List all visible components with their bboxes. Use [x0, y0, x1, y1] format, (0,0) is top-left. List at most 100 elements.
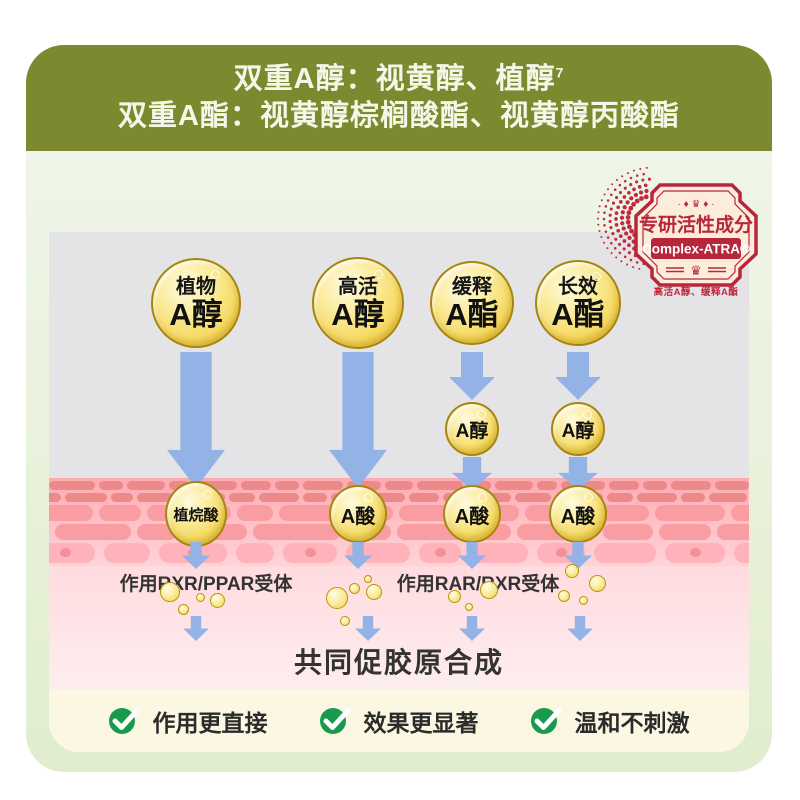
badge-bottom-ornament: ♛	[690, 263, 702, 278]
benefit-label: 作用更直接	[152, 710, 268, 736]
skin-cell	[49, 493, 61, 502]
bubble	[349, 583, 360, 594]
skin-cell	[229, 493, 255, 502]
bubble	[579, 596, 588, 605]
ingredient-circle-high-activity-retinol: 高活 A醇	[312, 257, 404, 349]
bubble	[558, 590, 570, 602]
bubble	[326, 587, 348, 609]
check-icon	[530, 708, 561, 734]
badge-top-ornament: · ♦ ♛ ♦ ·	[678, 199, 715, 210]
conclusion-text: 共同促胶原合成	[293, 647, 504, 678]
skin-cell	[55, 524, 131, 540]
ingredient-name: A醇	[169, 296, 223, 332]
bubble	[480, 581, 498, 599]
converted-retinol-circle: A醇	[551, 402, 605, 456]
converted-retinol-circle: A醇	[445, 402, 499, 456]
skin-compound-circle-retinoic-acid: A酸	[443, 485, 501, 543]
skin-compound-circle-retinoic-acid: A酸	[329, 485, 387, 543]
skin-cell	[236, 543, 274, 563]
skin-cell	[259, 493, 299, 502]
skin-cell	[283, 543, 337, 563]
skin-compound-circle-phytanic-acid: 植烷酸	[165, 481, 227, 547]
compound-name: A酸	[560, 505, 596, 528]
badge-caption: 高活A醇、缓释A酯	[653, 287, 739, 298]
skin-cell	[127, 481, 165, 490]
skin-cell	[594, 543, 656, 563]
skin-cell	[717, 524, 749, 540]
skin-cell	[709, 493, 747, 502]
skin-cell	[137, 493, 173, 502]
receptor-text-right: 作用RAR/RXR受体	[396, 574, 560, 595]
skin-cell	[597, 505, 649, 521]
certification-badge: · ♦ ♛ ♦ · 专研活性成分 Complex-ATRA® ♛	[618, 180, 774, 297]
skin-cell-row	[49, 481, 749, 490]
benefit-label: 效果更显著	[363, 710, 479, 736]
skin-cell	[193, 481, 237, 490]
ingredient-circle-long-lasting-ester: 长效 A酯	[535, 260, 621, 346]
skin-cell	[253, 524, 341, 540]
bubble	[340, 616, 350, 626]
skin-cell	[489, 493, 511, 502]
skin-cell	[65, 493, 107, 502]
benefit-item: 效果更显著	[319, 704, 479, 738]
benefit-label: 温和不刺激	[574, 710, 690, 736]
skin-cell	[665, 543, 725, 563]
skin-cell	[734, 543, 749, 563]
badge-subtitle: Complex-ATRA®	[642, 242, 750, 257]
converted-name: A醇	[455, 420, 489, 442]
skin-cell	[537, 481, 557, 490]
ingredient-circle-plant-retinol: 植物 A醇	[151, 258, 241, 348]
bubble	[210, 593, 225, 608]
benefit-item: 温和不刺激	[530, 704, 690, 738]
badge-seal-icon: · ♦ ♛ ♦ · 专研活性成分 Complex-ATRA® ♛	[634, 183, 758, 287]
skin-cell	[731, 505, 749, 521]
compound-name: A酸	[454, 505, 490, 528]
skin-compound-circle-retinoic-acid: A酸	[549, 485, 607, 543]
skin-cell	[470, 543, 528, 563]
skin-cell	[643, 481, 667, 490]
cell-nucleus	[304, 548, 316, 557]
cell-nucleus	[689, 548, 701, 557]
bubble	[448, 590, 461, 603]
skin-texture	[49, 478, 749, 566]
check-icon	[108, 708, 139, 734]
footnote-superscript: 7	[555, 63, 565, 80]
skin-cell	[303, 493, 327, 502]
skin-cell	[241, 481, 271, 490]
bubble	[196, 593, 205, 602]
bubble	[366, 584, 382, 600]
skin-cell	[681, 493, 705, 502]
bubble	[465, 603, 473, 611]
skin-cell-row	[49, 493, 749, 502]
skin-cell	[99, 481, 123, 490]
skin-cell	[99, 505, 141, 521]
badge-title: 专研活性成分	[639, 213, 753, 236]
cell-nucleus	[555, 548, 567, 557]
bubble	[364, 575, 372, 583]
skin-cell	[409, 493, 439, 502]
check-icon	[319, 708, 350, 734]
skin-cell	[385, 481, 413, 490]
skin-cell	[275, 481, 299, 490]
skin-cell	[104, 543, 150, 563]
bubble	[178, 604, 189, 615]
header-line-2: 双重A酯：视黄醇棕榈酸酯、视黄醇丙酸酯	[118, 99, 680, 132]
benefits-bar: 作用更直接 效果更显著 温和不刺激	[49, 690, 749, 752]
ingredient-qualifier: 高活	[338, 275, 378, 298]
cell-nucleus	[59, 548, 71, 557]
cell-nucleus	[434, 548, 446, 557]
skin-cell	[715, 481, 749, 490]
skin-cell	[419, 543, 461, 563]
ingredient-circle-slow-release-ester: 缓释 A酯	[430, 261, 514, 345]
bubble	[565, 564, 579, 578]
skin-cell	[49, 481, 95, 490]
skin-cell	[373, 493, 405, 502]
skin-cell-row	[49, 524, 749, 540]
skin-cell-row	[49, 505, 749, 521]
ingredient-qualifier: 缓释	[452, 275, 492, 298]
skin-cell	[609, 481, 639, 490]
header-line-1: 双重A醇：视黄醇、植醇7	[233, 62, 565, 95]
skin-cell	[111, 493, 133, 502]
skin-cell	[671, 481, 711, 490]
ingredient-name: A醇	[331, 296, 385, 332]
